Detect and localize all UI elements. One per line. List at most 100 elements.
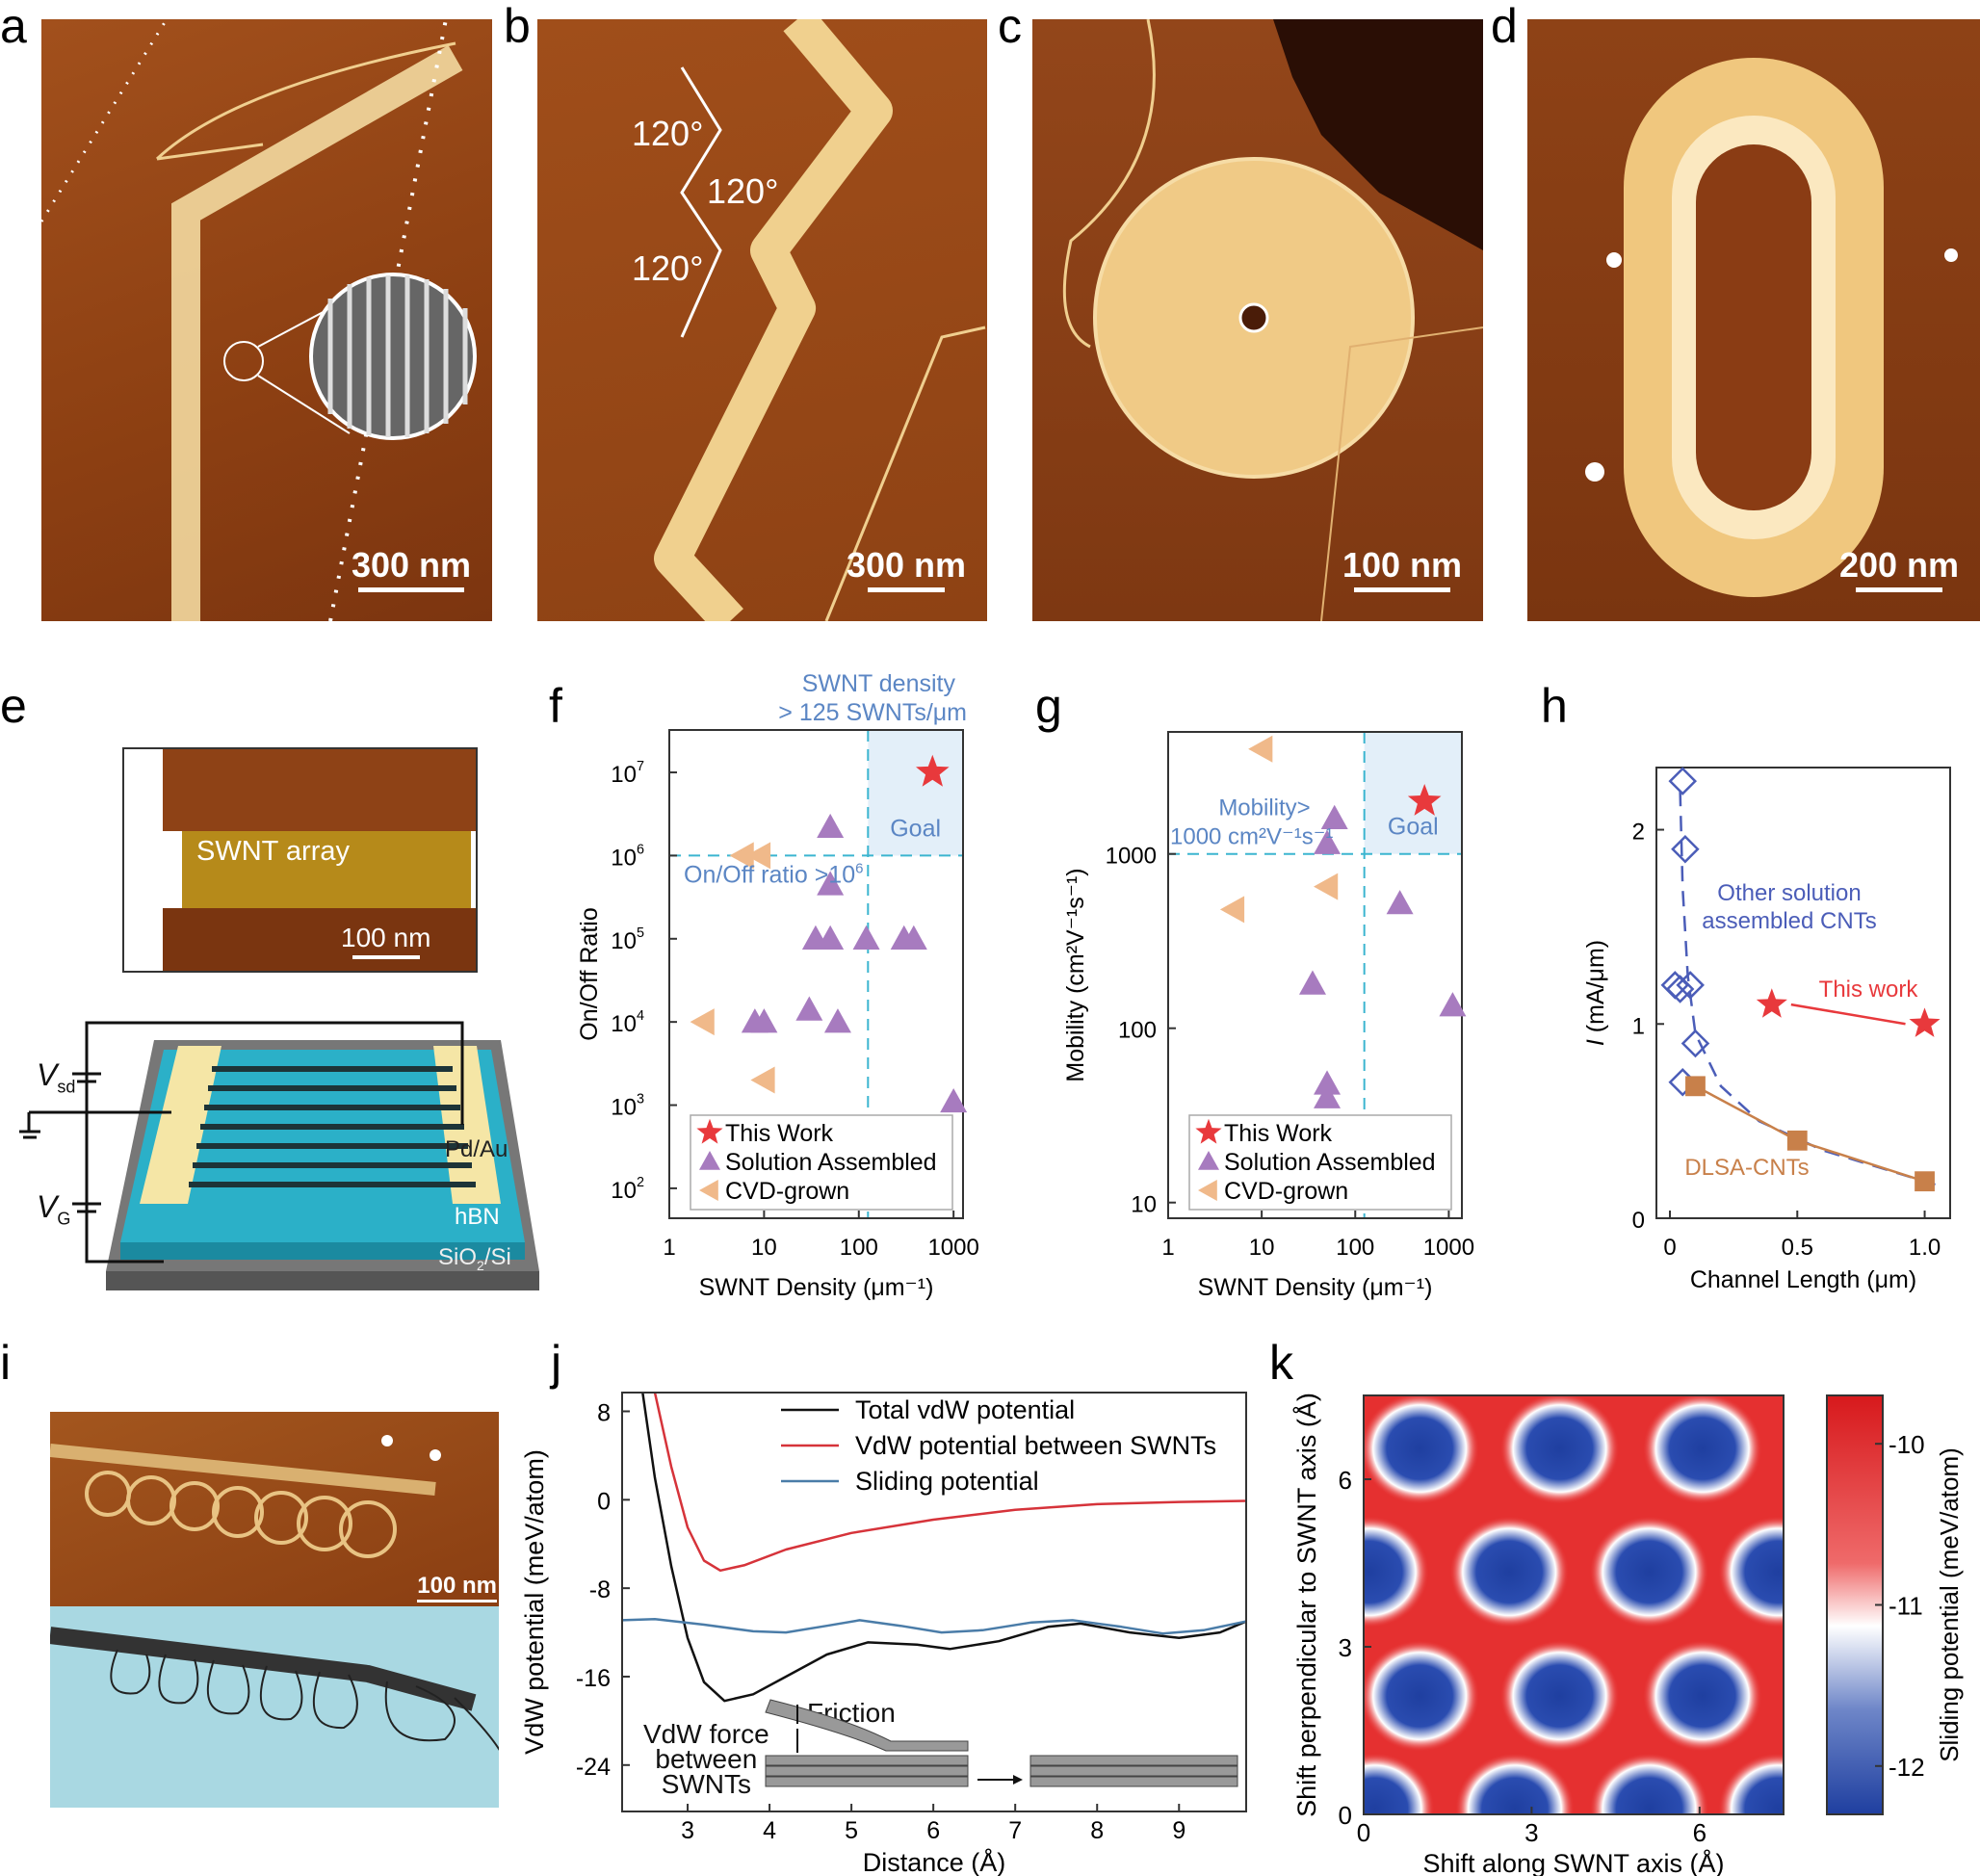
swnt-bundle-right xyxy=(1029,1755,1238,1766)
y-tick-label: 0 xyxy=(1339,1801,1352,1830)
scale-bar-label: 200 nm xyxy=(1838,545,1960,585)
heatmap-cells xyxy=(1364,1395,1784,1814)
x-tick-label: 1000 xyxy=(1423,1235,1474,1261)
legend-box xyxy=(690,1114,953,1211)
legend-label: Total vdW potential xyxy=(855,1395,1075,1424)
x-tick-label: 1.0 xyxy=(1909,1235,1941,1261)
goal-region xyxy=(868,730,963,856)
mobility-annotation-2: 1000 cm²V⁻¹s⁻¹ xyxy=(1170,824,1333,850)
legend-label: This Work xyxy=(725,1120,834,1147)
x-tick-label: 10 xyxy=(1249,1235,1275,1261)
swnt-bundle-bending xyxy=(765,1699,969,1752)
square-marker xyxy=(1915,1171,1935,1192)
left-triangle-marker xyxy=(1219,896,1245,924)
triangle-marker xyxy=(899,925,927,950)
triangle-marker xyxy=(795,996,823,1021)
x-tick-label: 1000 xyxy=(927,1235,978,1261)
y-tick-label: 1 xyxy=(1632,1013,1645,1039)
arrow-head-icon xyxy=(1013,1775,1023,1785)
angle-label-3: 120° xyxy=(632,248,704,288)
simulation-image-i xyxy=(50,1606,499,1808)
left-triangle-marker xyxy=(699,1180,718,1201)
colorbar xyxy=(1826,1394,1884,1815)
diamond-marker xyxy=(1668,767,1698,795)
triangle-marker xyxy=(817,871,845,896)
legend-label: VdW potential between SWNTs xyxy=(855,1431,1216,1460)
potential-minimum xyxy=(1718,1516,1784,1628)
potential-minimum xyxy=(1454,1753,1575,1814)
angle-label-2: 120° xyxy=(707,171,779,211)
potential-minimum xyxy=(1364,1516,1429,1628)
potential-minimum xyxy=(1364,1395,1480,1505)
y-axis-label: Shift perpendicular to SWNT axis (Å) xyxy=(1291,1393,1321,1817)
legend-label: CVD-grown xyxy=(1224,1178,1348,1205)
star-marker xyxy=(696,1118,723,1144)
triangle-marker xyxy=(1314,829,1342,854)
y-tick-label: 104 xyxy=(611,1008,644,1037)
y-tick-label: -16 xyxy=(576,1665,611,1692)
this-work-label: This work xyxy=(1819,977,1919,1003)
x-tick-label: 100 xyxy=(840,1235,878,1261)
x-axis-label: Shift along SWNT axis (Å) xyxy=(1422,1848,1724,1876)
scale-bar-label: 100 nm xyxy=(341,923,431,952)
loops-drawing xyxy=(50,1435,441,1558)
potential-minimum xyxy=(1449,1516,1570,1628)
potential-minimum xyxy=(1589,1753,1709,1814)
triangle-marker xyxy=(817,925,845,950)
x-axis-label: Distance (Å) xyxy=(863,1847,1006,1876)
triangle-marker xyxy=(1314,1083,1342,1108)
y-axis-label: I (mA/μm) xyxy=(1582,940,1609,1046)
panel-label-a: a xyxy=(0,0,27,53)
x-tick-label: 10 xyxy=(751,1235,777,1261)
scale-bar-label: 300 nm xyxy=(846,545,967,585)
y-tick-label: 107 xyxy=(611,759,644,788)
diamond-marker xyxy=(1680,1029,1710,1058)
plot-frame xyxy=(668,729,964,1219)
y-axis-label: VdW potential (meV/atom) xyxy=(520,1449,549,1755)
triangle-marker xyxy=(1439,992,1467,1017)
swnt-bundle-lower xyxy=(765,1765,969,1777)
afm-image-i: 100 nm xyxy=(50,1412,499,1606)
colorbar-tick-label: -10 xyxy=(1889,1430,1925,1459)
potential-minimum xyxy=(1642,1395,1762,1505)
triangle-marker xyxy=(852,925,880,950)
panel-label-e: e xyxy=(0,679,27,733)
left-triangle-marker xyxy=(690,1008,715,1036)
zigzag-bundle-drawing xyxy=(654,19,986,621)
y-tick-label: 0 xyxy=(597,1488,611,1515)
left-triangle-marker xyxy=(1198,1180,1217,1201)
y-tick-label: -8 xyxy=(589,1576,611,1603)
x-tick-label: 9 xyxy=(1172,1817,1185,1844)
on-off-annotation: On/Off ratio >106 xyxy=(684,860,863,888)
afm-image-e: SWNT array 100 nm xyxy=(122,747,478,973)
diamond-marker xyxy=(1665,975,1695,1003)
y-tick-label: -24 xyxy=(576,1754,611,1781)
potential-minimum xyxy=(1499,1640,1620,1753)
substrate-label: SiO2/Si xyxy=(438,1244,511,1273)
square-marker xyxy=(1786,1130,1808,1151)
scale-bar-label: 100 nm xyxy=(1342,545,1463,585)
racetrack-drawing xyxy=(1585,58,1958,597)
x-tick-label: 5 xyxy=(845,1817,858,1844)
x-axis-label: Channel Length (μm) xyxy=(1690,1266,1916,1293)
potential-minimum xyxy=(1589,1516,1709,1628)
afm-image-a: 300 nm xyxy=(41,19,492,621)
diamond-marker xyxy=(1660,971,1690,1000)
potential-minimum xyxy=(1364,1753,1435,1814)
scale-bar-a: 300 nm xyxy=(344,545,479,592)
angle-label-1: 120° xyxy=(632,114,704,153)
swnt-bundle-lower xyxy=(765,1755,969,1766)
star-marker xyxy=(1909,1007,1941,1037)
y-axis-label: On/Off Ratio xyxy=(576,907,603,1041)
triangle-marker xyxy=(1314,1070,1342,1095)
legend-label: Sliding potential xyxy=(855,1467,1039,1496)
y-tick-label: 105 xyxy=(611,925,644,954)
y-tick-exponent: 3 xyxy=(637,1092,644,1107)
y-tick-label: 10 xyxy=(1131,1192,1157,1218)
scale-bar-c: 100 nm xyxy=(1335,545,1470,592)
